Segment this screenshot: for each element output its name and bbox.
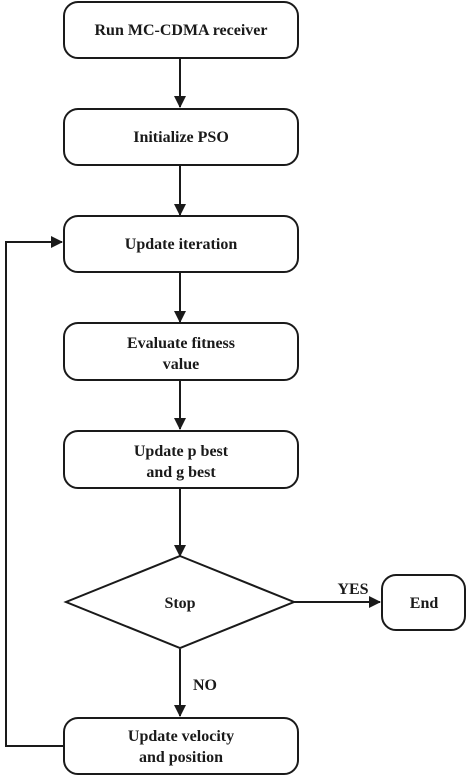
node-update-best: Update p best and g best [63,430,299,489]
node-run-receiver-label: Run MC-CDMA receiver [95,22,268,39]
node-update-iteration-label: Update iteration [125,236,238,253]
edge-loop-back [5,236,64,747]
node-update-velocity-line2: and position [139,749,223,766]
node-initialize-pso: Initialize PSO [63,108,299,166]
node-update-velocity: Update velocity and position [63,717,299,775]
node-update-best-line1: Update p best [134,443,229,460]
node-run-receiver: Run MC-CDMA receiver [63,1,299,59]
node-evaluate-fitness: Evaluate fitness value [63,322,299,381]
node-evaluate-fitness-line1: Evaluate fitness [127,335,235,352]
edge-yes-label: YES [337,581,368,598]
node-end: End [381,574,466,631]
node-evaluate-fitness-line2: value [163,356,199,373]
node-initialize-pso-label: Initialize PSO [133,129,229,146]
node-update-best-line2: and g best [146,464,216,481]
node-stop-label: Stop [164,595,195,612]
node-end-label: End [410,595,439,612]
node-update-iteration: Update iteration [63,215,299,273]
edge-no-label: NO [193,677,217,694]
node-stop-decision: Stop [63,554,297,650]
node-update-velocity-line1: Update velocity [128,728,234,745]
